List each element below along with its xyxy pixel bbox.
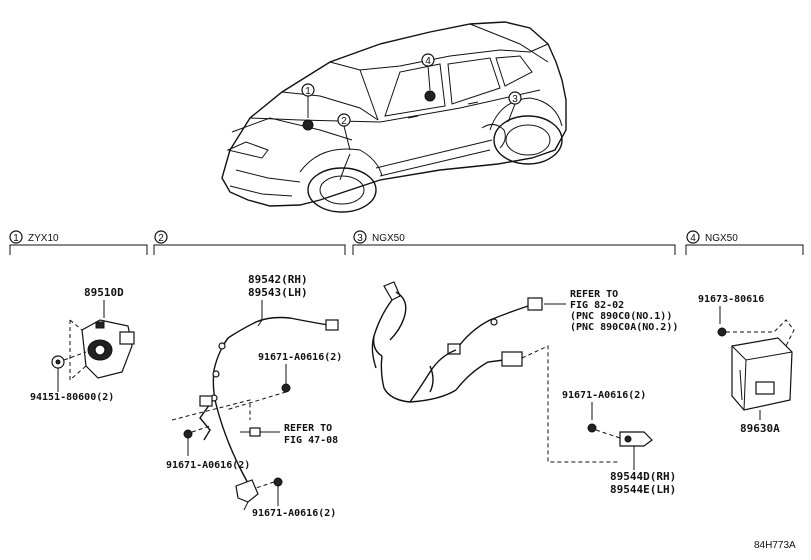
- speed-sensor-89544[interactable]: [619, 431, 653, 447]
- callout-1[interactable]: 1: [301, 83, 315, 131]
- part-group-section-4: 91673-80616 89630A: [698, 294, 795, 435]
- target-marker: [302, 119, 314, 131]
- sensor-harness-section-3[interactable]: [371, 281, 543, 403]
- refer-to-fig-47-08[interactable]: FIG 47-08: [284, 435, 338, 446]
- target-marker: [424, 90, 436, 102]
- yaw-rate-sensor-89510D[interactable]: [81, 319, 135, 379]
- diagram-code: 84H773A: [754, 540, 796, 551]
- part-number-89544E[interactable]: 89544E(LH): [610, 483, 676, 496]
- part-number-91671-A0616-sec3[interactable]: 91671-A0616(2): [562, 390, 646, 401]
- bolt-91671-upper[interactable]: [281, 376, 291, 393]
- bolt-91673[interactable]: [717, 327, 727, 337]
- part-number-89510D[interactable]: 89510D: [84, 286, 124, 299]
- section-number: 4: [690, 233, 696, 244]
- refer-to-fig-82-02[interactable]: FIG 82-02: [570, 300, 624, 311]
- section-number: 3: [357, 233, 363, 244]
- part-number-91671-A0616-left[interactable]: 91671-A0616(2): [166, 460, 250, 471]
- pnc-890C0A: (PNC 890C0A(NO.2)): [570, 322, 678, 333]
- clip-fig-47-08[interactable]: [240, 427, 261, 437]
- part-number-91671-A0616-upper[interactable]: 91671-A0616(2): [258, 352, 342, 363]
- section-header-1: 1 ZYX10: [9, 230, 148, 255]
- section-header-4: 4 NGX50: [685, 230, 804, 255]
- refer-to-label: REFER TO: [570, 289, 618, 300]
- abs-sensor-harness-89542[interactable]: [199, 316, 339, 511]
- section-label: NGX50: [705, 233, 738, 244]
- part-number-89544D[interactable]: 89544D(RH): [610, 470, 676, 483]
- part-number-89543[interactable]: 89543(LH): [248, 286, 308, 299]
- callout-3[interactable]: 3: [507, 91, 522, 123]
- section-label: NGX50: [372, 233, 405, 244]
- part-group-section-3: REFER TO FIG 82-02 (PNC 890C0(NO.1)) (PN…: [371, 281, 678, 496]
- control-module-89630A[interactable]: [731, 337, 793, 411]
- callout-4[interactable]: 4: [421, 53, 436, 102]
- section-header-3: 3 NGX50: [352, 230, 676, 255]
- section-header-2: 2: [153, 230, 346, 255]
- part-group-89510D: 89510D 94151-80600(2): [30, 286, 135, 403]
- bolt-94151[interactable]: [51, 355, 65, 382]
- section-number: 1: [13, 233, 19, 244]
- callout-number: 3: [512, 94, 518, 105]
- callout-number: 2: [341, 116, 347, 127]
- part-number-91673-80616[interactable]: 91673-80616: [698, 294, 764, 305]
- bolt-91671-lower[interactable]: [273, 477, 283, 506]
- part-number-89542[interactable]: 89542(RH): [248, 273, 308, 286]
- vehicle-illustration: [221, 21, 567, 213]
- part-number-89630A[interactable]: 89630A: [740, 422, 780, 435]
- part-number-91671-A0616-lower[interactable]: 91671-A0616(2): [252, 508, 336, 519]
- section-number: 2: [158, 233, 164, 244]
- callout-2[interactable]: 2: [337, 113, 351, 151]
- part-number-94151-80600[interactable]: 94151-80600(2): [30, 392, 114, 403]
- callout-number: 1: [305, 86, 311, 97]
- callout-number: 4: [425, 56, 431, 67]
- pnc-890C0: (PNC 890C0(NO.1)): [570, 311, 672, 322]
- bolt-91671-sec3[interactable]: [587, 423, 621, 439]
- refer-to-label: REFER TO: [284, 423, 332, 434]
- section-label: ZYX10: [28, 233, 59, 244]
- part-group-89542: 89542(RH) 89543(LH) 91671-A0616(2): [166, 273, 342, 519]
